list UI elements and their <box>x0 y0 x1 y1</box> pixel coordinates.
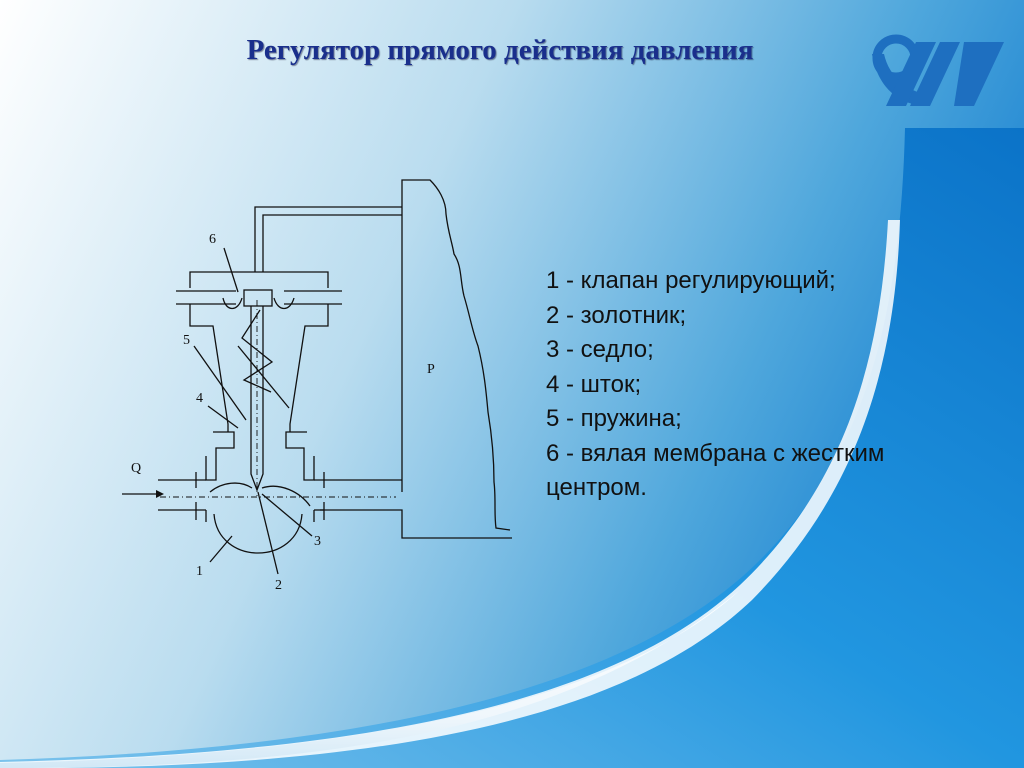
receiver-bottom <box>320 509 512 539</box>
valve-seat-arc-left <box>209 482 253 493</box>
stem-housing-right <box>285 431 315 481</box>
legend-item: 4 - шток; <box>546 370 642 398</box>
stem-housing-left <box>205 431 235 481</box>
diaphragm-left-bump <box>222 297 243 310</box>
legend-item: 5 - пружина; <box>546 405 682 432</box>
leader-4b <box>237 345 290 409</box>
label-3: 3 <box>314 534 321 549</box>
label-5: 5 <box>183 333 190 348</box>
legend-item: 3 - седло; <box>546 336 654 363</box>
label-4: 4 <box>196 391 203 406</box>
slide-title: Регулятор прямого действия давления <box>246 34 754 66</box>
legend-item: 6 - вялая мембрана с жестким центром. <box>546 439 885 502</box>
rigid-center <box>243 289 273 307</box>
leader-2 <box>257 491 279 575</box>
label-pressure-p: P <box>427 362 435 377</box>
label-1: 1 <box>196 564 203 579</box>
label-6: 6 <box>209 232 216 247</box>
valve-body-bowl <box>213 513 303 554</box>
leader-6 <box>223 247 239 293</box>
spring-coil <box>241 309 274 393</box>
valve-seat-arc-right <box>261 485 311 507</box>
label-flow-q: Q <box>131 461 141 476</box>
component-legend: 1 - клапан регулирующий; 2 - золотник; 3… <box>546 264 946 506</box>
chamber-lower-right <box>289 304 329 432</box>
legend-item: 1 - клапан регулирующий; <box>546 267 836 294</box>
flow-arrow-head <box>156 490 164 498</box>
legend-item: 2 - золотник; <box>546 301 687 329</box>
institution-logo-icon <box>872 34 1004 106</box>
flange-right-lines <box>284 290 342 305</box>
leader-4 <box>207 405 239 429</box>
pipe-flanges <box>195 472 325 522</box>
diaphragm-right-bump <box>273 297 295 310</box>
chamber-lower-left <box>189 304 229 432</box>
impulse-tube-outer <box>254 206 402 272</box>
valve-stem <box>250 306 264 492</box>
leader-3 <box>261 493 313 537</box>
flange-left-lines <box>176 290 236 305</box>
impulse-tube-inner <box>262 214 402 272</box>
diaphragm-chamber-top <box>189 271 329 288</box>
leader-5 <box>193 345 247 421</box>
leader-1 <box>209 535 233 563</box>
label-2: 2 <box>275 578 282 593</box>
receiver-tank-outline <box>401 179 511 531</box>
